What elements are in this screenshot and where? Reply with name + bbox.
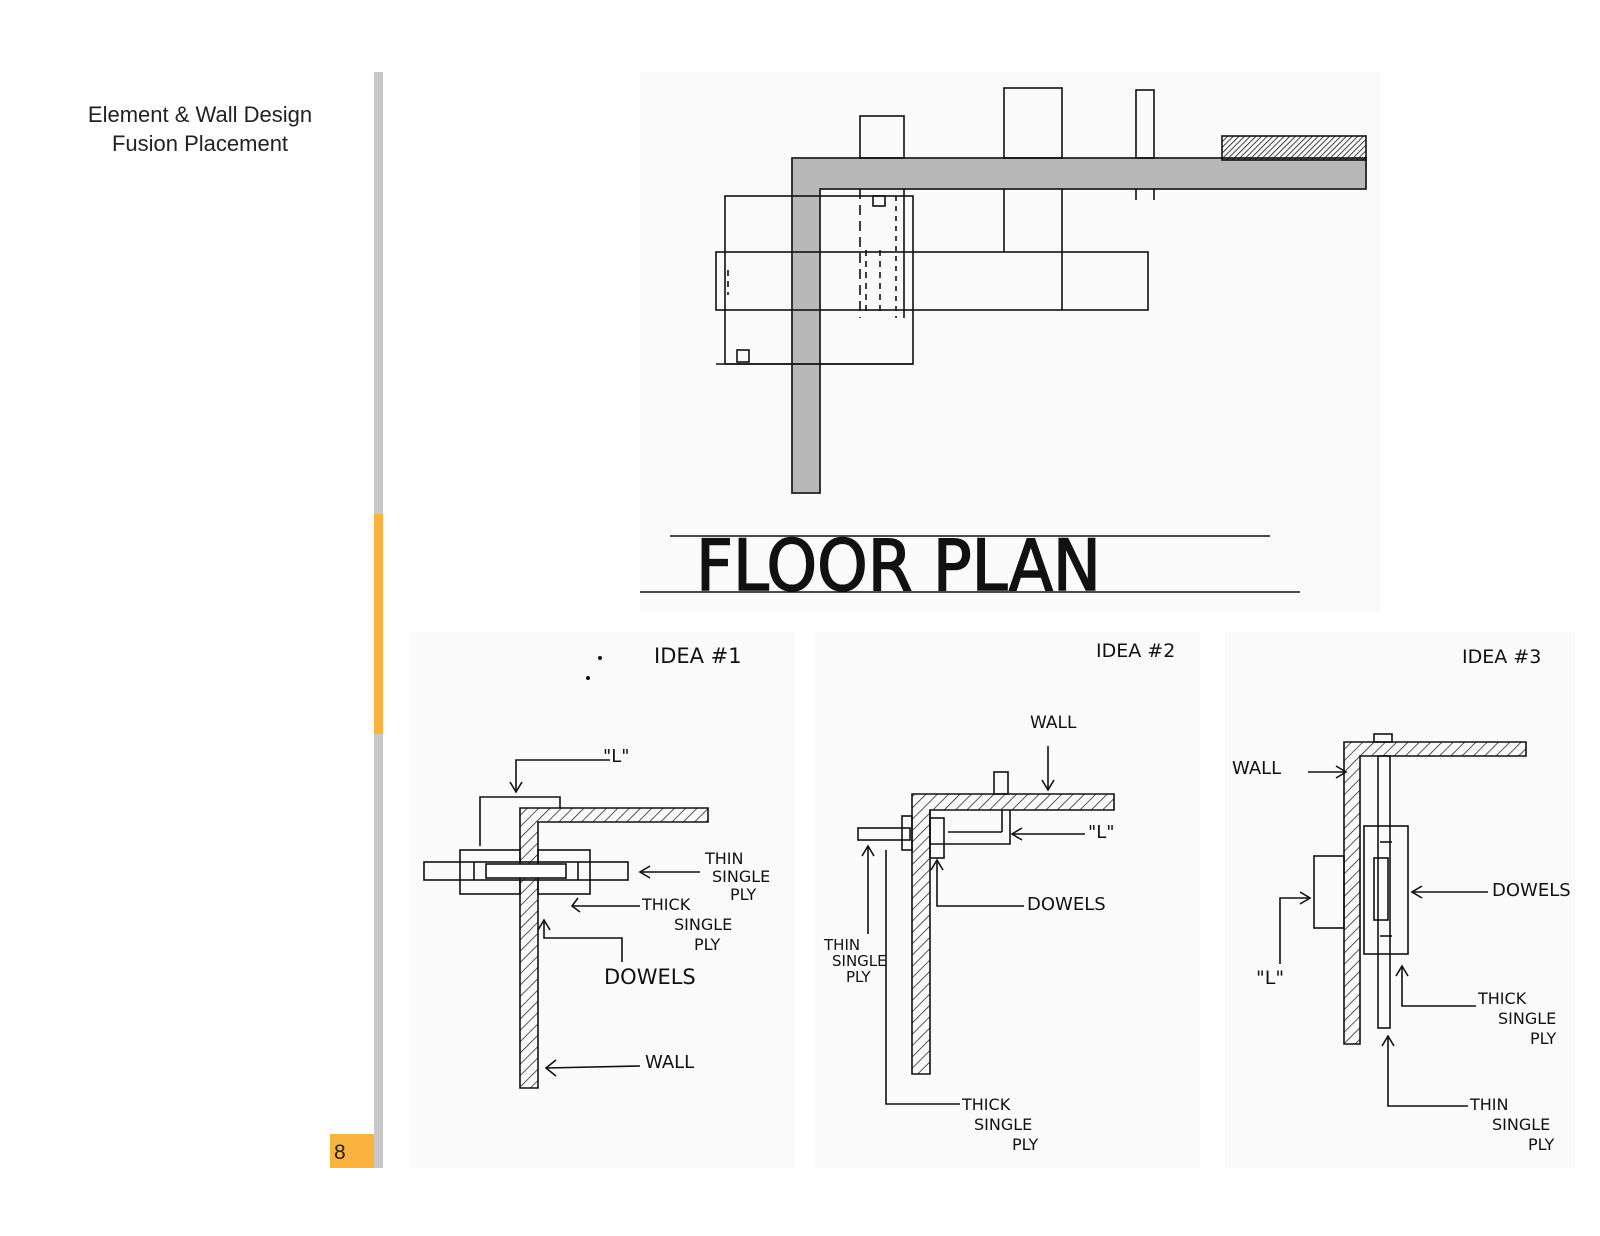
idea-1-dowels-label: DOWELS: [604, 965, 696, 989]
idea-2-thick-label-1: THICK: [961, 1095, 1011, 1114]
idea-2-thin-label-3: PLY: [846, 968, 871, 986]
idea-3-thin-ply: [1377, 755, 1391, 1029]
idea-2-thin-label-1: THIN: [823, 936, 860, 954]
idea-1-wall: [519, 807, 709, 1089]
idea-3-thin-label-3: PLY: [1528, 1135, 1554, 1154]
side-rule-accent: [374, 514, 383, 734]
idea-3-heading: IDEA #3: [1462, 646, 1541, 668]
idea-1-thick-label-1: THICK: [641, 895, 691, 914]
idea-1-thin-label-2: SINGLE: [712, 867, 770, 886]
idea-2-l-label: "L": [1088, 822, 1115, 843]
idea-2-panel: [815, 632, 1200, 1168]
idea-2-wall: [911, 793, 1115, 1075]
floor-plan-post-2: [1003, 87, 1063, 159]
page-title: Element & Wall Design Fusion Placement: [40, 100, 360, 158]
floor-plan-wall: [791, 157, 1367, 494]
floor-plan-post-3: [1135, 89, 1155, 159]
title-line-2: Fusion Placement: [111, 131, 289, 156]
idea-1-sketch: IDEA #1 "L" THIN: [423, 644, 770, 1089]
idea-2-sketch: IDEA #2 WALL "L" DOWELS THIN S: [823, 640, 1175, 1154]
idea-1-panel: [410, 632, 795, 1168]
idea-1-thick-label-2: SINGLE: [674, 915, 732, 934]
floor-plan-hatched-end: [1221, 135, 1367, 161]
idea-3-sketch: IDEA #3 WALL DOWELS "L" THI: [1232, 646, 1571, 1154]
floor-plan-sketch: [715, 87, 1367, 494]
floor-plan-label-group: FLOOR PLAN: [640, 524, 1300, 608]
idea-3-wall: [1343, 741, 1527, 1045]
idea-1-thin-ply: [423, 861, 629, 881]
idea-3-thick-ply: [1363, 825, 1409, 955]
idea-3-thick-label-3: PLY: [1530, 1029, 1556, 1048]
idea-1-l-label: "L": [603, 746, 630, 767]
idea-1-thick-label-3: PLY: [694, 935, 720, 954]
idea-2-post: [993, 771, 1009, 795]
idea-2-thick-label-3: PLY: [1012, 1135, 1038, 1154]
idea-1-wall-label: WALL: [645, 1052, 694, 1073]
idea-3-thin-label-1: THIN: [1469, 1095, 1509, 1114]
idea-2-wall-label: WALL: [1030, 713, 1077, 733]
idea-3-l-bracket: [1313, 855, 1345, 929]
idea-3-wall-label: WALL: [1232, 758, 1281, 779]
page-number: 8: [334, 1141, 346, 1164]
idea-2-thin-label-2: SINGLE: [832, 952, 887, 970]
idea-1-thin-label-1: THIN: [704, 849, 744, 868]
floor-plan-label: FLOOR PLAN: [696, 525, 1101, 607]
idea-3-thick-label-1: THICK: [1477, 989, 1527, 1008]
title-line-1: Element & Wall Design: [87, 102, 313, 127]
idea-3-l-label: "L": [1256, 967, 1284, 989]
idea-3-thin-label-2: SINGLE: [1492, 1115, 1550, 1134]
idea-3-panel: [1225, 632, 1575, 1168]
idea-2-thin-ply: [857, 827, 911, 841]
idea-3-dowels-label: DOWELS: [1492, 880, 1571, 901]
idea-3-thick-label-2: SINGLE: [1498, 1009, 1556, 1028]
idea-2-heading: IDEA #2: [1096, 640, 1175, 662]
idea-1-heading: IDEA #1: [654, 644, 742, 668]
floor-plan-post-1: [859, 115, 905, 159]
floor-plan-frame-2: [715, 251, 1149, 311]
idea-2-thick-label-2: SINGLE: [974, 1115, 1032, 1134]
page-number-box: 8: [330, 1134, 374, 1168]
idea-2-dowels-label: DOWELS: [1027, 894, 1106, 915]
idea-1-thin-label-3: PLY: [730, 885, 756, 904]
